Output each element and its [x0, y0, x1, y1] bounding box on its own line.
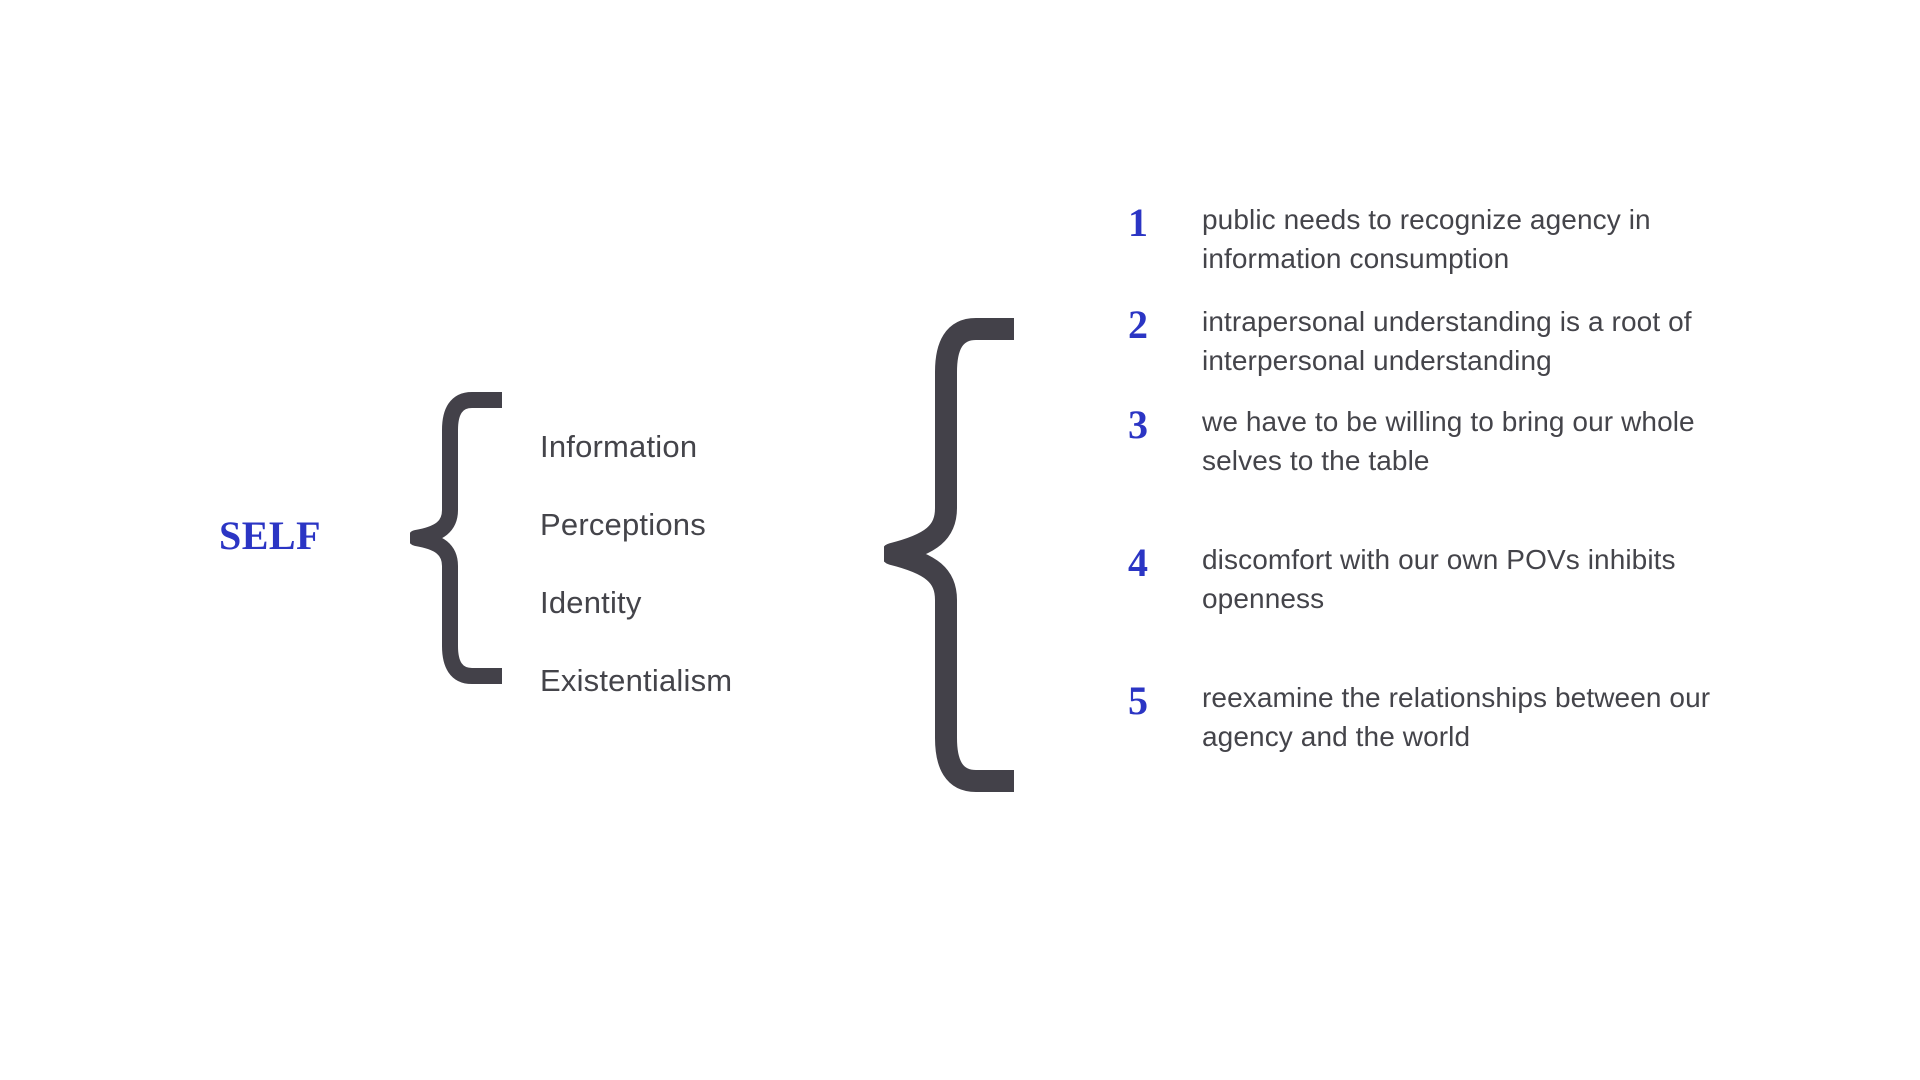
takeaway-number: 2	[1128, 302, 1148, 347]
takeaway-number: 3	[1128, 402, 1148, 447]
takeaway-text: intrapersonal understanding is a root of…	[1202, 306, 1692, 376]
root-concept-label: SELF	[218, 513, 322, 558]
aspect-item: Perceptions	[540, 507, 706, 542]
takeaway-item: 2 intrapersonal understanding is a root …	[1110, 300, 1750, 380]
small-curly-brace-icon	[410, 392, 506, 684]
aspect-item: Identity	[540, 585, 642, 620]
takeaway-item: 4 discomfort with our own POVs inhibits …	[1110, 538, 1750, 618]
takeaway-item: 3 we have to be willing to bring our who…	[1110, 400, 1750, 480]
takeaway-number: 4	[1128, 540, 1148, 585]
takeaway-item: 5 reexamine the relationships between ou…	[1110, 676, 1750, 756]
aspect-item: Information	[540, 429, 698, 464]
takeaway-number: 5	[1128, 678, 1148, 723]
takeaway-number: 1	[1128, 200, 1148, 245]
takeaway-text: discomfort with our own POVs inhibits op…	[1202, 544, 1676, 614]
takeaway-text: public needs to recognize agency in info…	[1202, 204, 1651, 274]
aspect-item: Existentialism	[540, 663, 733, 698]
self-aspects-list: Information Perceptions Identity Existen…	[540, 408, 870, 720]
takeaway-text: reexamine the relationships between our …	[1202, 682, 1711, 752]
large-curly-brace-icon	[884, 318, 1020, 792]
takeaway-item: 1 public needs to recognize agency in in…	[1110, 198, 1750, 278]
takeaways-list: 1 public needs to recognize agency in in…	[1110, 198, 1750, 756]
takeaway-text: we have to be willing to bring our whole…	[1202, 406, 1695, 476]
